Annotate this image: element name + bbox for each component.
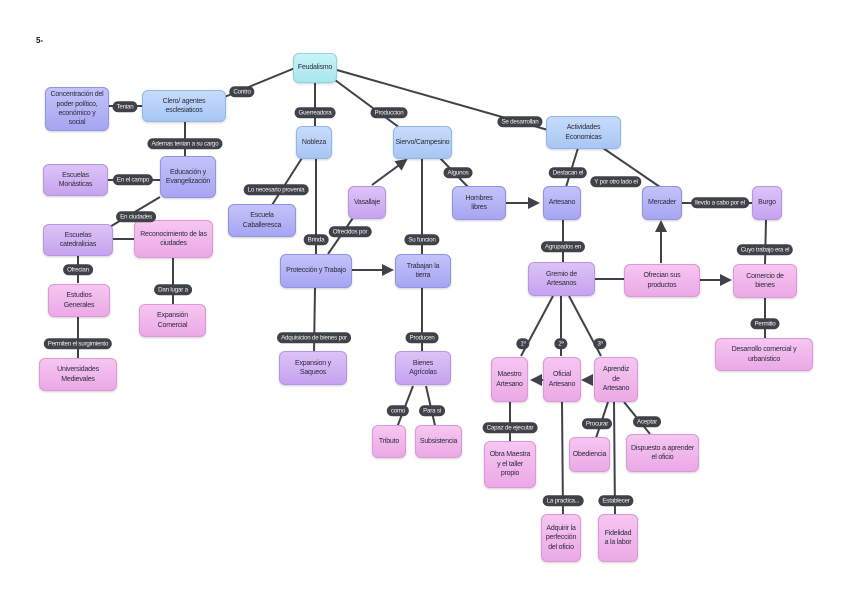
node-mercader[interactable]: Mercader: [642, 186, 682, 220]
node-educacion[interactable]: Educación y Evangelización: [160, 156, 216, 198]
node-aprendiz[interactable]: Aprendiz de Artesano: [594, 357, 638, 402]
link-label-ofrecian: Ofrecian: [63, 264, 93, 276]
node-expansion-comercial[interactable]: Expansión Comercial: [139, 304, 206, 337]
edge-burgo-comercio: [764, 219, 767, 265]
edge-nobleza-caballeresca: [271, 157, 303, 206]
link-label-como: como: [386, 405, 410, 417]
page-heading: 5-: [36, 36, 44, 45]
node-oficial[interactable]: Oficial Artesano: [543, 357, 581, 402]
link-label-producen: Producen: [405, 332, 439, 344]
link-label-segundo: 2º: [554, 338, 568, 350]
node-obra-maestra[interactable]: Obra Maestra y el taller propio: [484, 441, 536, 488]
node-actividades[interactable]: Actividades Economicas: [546, 116, 621, 149]
link-label-establecer: Establecer: [598, 495, 634, 507]
link-label-ofrecidos-por: Ofrecidos por: [328, 226, 372, 238]
node-vasallaje[interactable]: Vasallaje: [348, 186, 386, 219]
link-label-se-desarrollan: Se desarrollan: [497, 116, 543, 128]
link-label-lo-necesario: Lo necesario provenia: [243, 184, 309, 196]
node-fidelidad[interactable]: Fidelidad a la labor: [598, 514, 638, 562]
node-trabajan[interactable]: Trabajan la tierra: [395, 254, 451, 288]
link-label-cuyo-trabajo: Cuyo trabajo era el: [736, 244, 794, 256]
link-label-tercero: 3º: [593, 338, 607, 350]
node-concentracion[interactable]: Concentración del poder político, económ…: [45, 87, 109, 131]
edge-actividades-mercader: [602, 147, 661, 188]
node-catedralicias[interactable]: Escuelas catedralicias: [43, 224, 113, 256]
node-siervo[interactable]: Siervo/Campesino: [393, 126, 452, 159]
node-hombres-libres[interactable]: Hombres libres: [452, 186, 506, 220]
node-universidades[interactable]: Universidades Medievales: [39, 358, 117, 391]
node-caballeresca[interactable]: Escuela Caballeresca: [228, 204, 296, 237]
node-proteccion[interactable]: Protección y Trabajo: [280, 254, 352, 288]
link-label-la-practica: La practica...: [542, 495, 584, 507]
node-desarrollo[interactable]: Desarrollo comercial y urbanístico: [715, 338, 813, 371]
link-label-en-el-campo: En el campo: [112, 174, 154, 186]
link-label-en-ciudades: En ciudades: [116, 211, 156, 223]
node-gremio[interactable]: Gremio de Artesanos: [528, 262, 595, 296]
node-artesano[interactable]: Artesano: [543, 186, 581, 220]
link-label-adquisicion: Adquisicion de bienes por: [277, 332, 351, 344]
node-obediencia[interactable]: Obediencia: [569, 437, 610, 472]
link-label-produccion: Produccion: [370, 107, 408, 119]
node-adquirir[interactable]: Adquirir la perfección del oficio: [541, 514, 581, 562]
node-burgo[interactable]: Burgo: [752, 186, 782, 220]
node-reconocimiento[interactable]: Reconocimiento de las ciudades: [134, 220, 213, 258]
link-label-destacan: Destacan el: [548, 167, 588, 179]
node-nobleza[interactable]: Nobleza: [296, 126, 332, 159]
link-label-su-funcion: Su funcion: [404, 234, 440, 246]
link-label-procurar: Procurar: [581, 418, 613, 430]
link-label-tenian: Tenian: [112, 101, 138, 113]
arrow-vasallaje-siervo: [371, 158, 408, 186]
link-label-dan-lugar: Dan lugar a: [154, 284, 192, 296]
node-clero[interactable]: Clero/ agentes esclesiaticos: [142, 90, 226, 122]
link-label-capaz: Capaz de ejecutar: [482, 422, 538, 434]
link-label-por-otro-lado: Y por otro lado el: [590, 176, 642, 188]
link-label-ademas: Ademas tenian a su cargo: [147, 138, 223, 150]
link-label-permitio: Permitio: [750, 318, 780, 330]
node-bienes-agricolas[interactable]: Bienes Agrícolas: [395, 351, 451, 385]
link-label-algunos: Algunos: [443, 167, 473, 179]
node-comercio[interactable]: Comercio de bienes: [733, 264, 797, 298]
node-subsistencia[interactable]: Subsistencia: [415, 425, 462, 458]
link-label-brinda: Brinda: [303, 234, 329, 246]
link-label-para-si: Para si: [419, 405, 445, 417]
link-label-guerreadora: Guerreadora: [294, 107, 336, 119]
node-ofrecian[interactable]: Ofrecian sus productos: [624, 264, 700, 297]
link-label-primero: 1º: [516, 338, 530, 350]
node-tributo[interactable]: Tributo: [372, 425, 406, 458]
link-label-aceptar: Aceptar: [633, 416, 661, 428]
node-monasticas[interactable]: Escuelas Monásticas: [43, 164, 108, 196]
node-dispuesto[interactable]: Dispuesto a aprender el oficio: [626, 434, 699, 472]
edge-feudalismo-siervo: [334, 79, 401, 129]
link-label-contro: Contro: [229, 86, 255, 98]
node-maestro[interactable]: Maestro Artesano: [491, 357, 528, 402]
node-estudios[interactable]: Estudios Generales: [48, 284, 110, 317]
link-label-permiten: Permiten el surgimiento: [43, 338, 113, 350]
node-feudalismo[interactable]: Feudalismo: [293, 53, 337, 83]
link-label-agrupados: Agrupados en: [540, 241, 586, 253]
link-label-llevado-a-cabo: llevdo a cabo por el: [691, 197, 749, 209]
node-saqueos[interactable]: Expansion y Saqueos: [279, 351, 347, 385]
